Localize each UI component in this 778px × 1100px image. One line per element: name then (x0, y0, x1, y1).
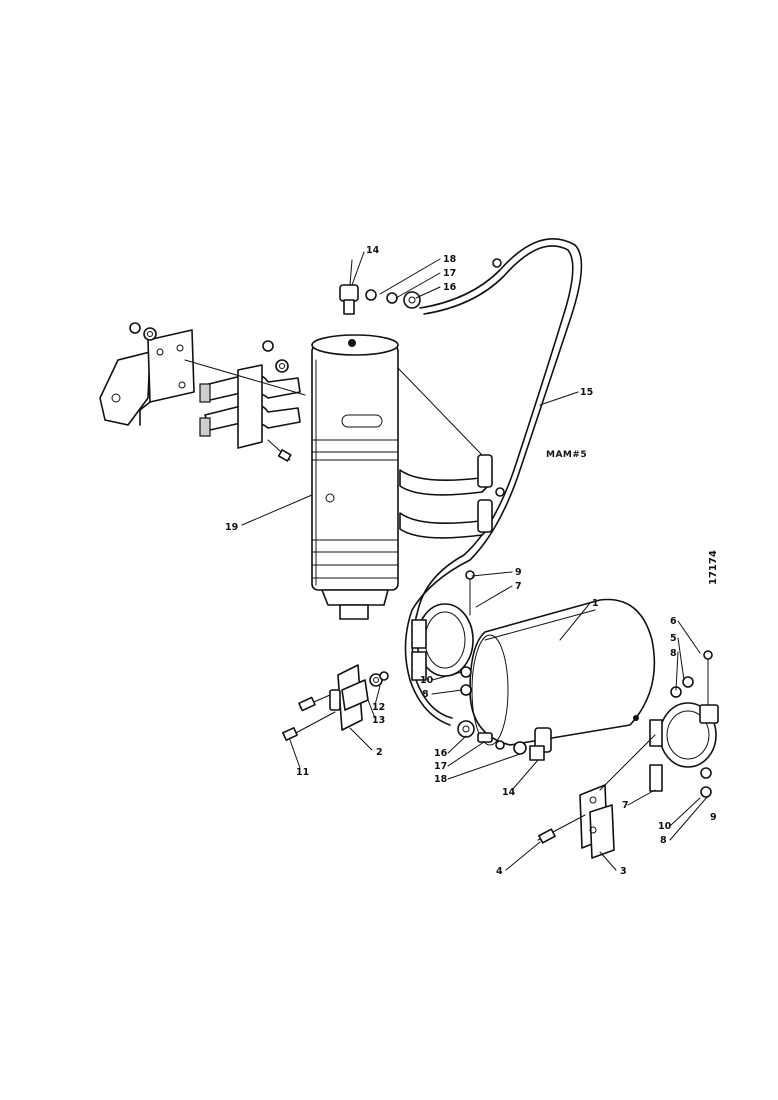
washer-nut-set-upper-left (129, 322, 289, 373)
callout-labels: 14 18 17 16 15 19 9 7 1 6 5 8 10 8 12 13… (225, 245, 719, 877)
callout-18-lower: 18 (434, 774, 448, 785)
tank-clamp-right (649, 650, 719, 798)
elbow-fitting-upper (339, 259, 421, 315)
figure-number: 17174 (708, 550, 719, 585)
strap-clamps-right (397, 367, 493, 539)
callout-12: 12 (372, 702, 385, 713)
tank-clamp-left (411, 570, 475, 696)
callout-16-upper: 16 (443, 282, 457, 293)
callout-11: 11 (296, 767, 309, 778)
callout-10-lower: 10 (658, 821, 672, 832)
upper-mounting-bracket (99, 329, 195, 426)
callout-10-upper: 10 (420, 675, 434, 686)
callout-8-mid: 8 (422, 689, 429, 700)
callout-17-upper: 17 (443, 268, 456, 279)
air-tank (469, 598, 656, 746)
callout-1: 1 (592, 598, 599, 609)
callout-4: 4 (496, 866, 503, 877)
callout-9-lower: 9 (710, 812, 717, 823)
callout-14-lower: 14 (502, 787, 516, 798)
callout-16-lower: 16 (434, 748, 448, 759)
leader-lines (241, 251, 709, 871)
fitting-set-lower (457, 720, 552, 761)
callout-2: 2 (376, 747, 383, 758)
callout-8-right: 8 (670, 648, 677, 659)
callout-8-lower: 8 (660, 835, 667, 846)
callout-17-lower: 17 (434, 761, 447, 772)
callout-6: 6 (670, 616, 677, 627)
callout-9-upper: 9 (515, 567, 522, 578)
mounting-bracket-lower-left (282, 664, 389, 741)
air-dryer-cylinder (311, 334, 399, 620)
callout-18-upper: 18 (443, 254, 457, 265)
callout-14-upper: 14 (366, 245, 380, 256)
mounting-bracket-lower-right (537, 734, 656, 859)
callout-19: 19 (225, 522, 238, 533)
callout-7-lower: 7 (622, 800, 629, 811)
callout-5: 5 (670, 633, 677, 644)
callout-13: 13 (372, 715, 385, 726)
callout-7-upper: 7 (515, 581, 522, 592)
hose-label: MAM#5 (546, 450, 587, 460)
callout-15: 15 (580, 387, 593, 398)
strap-clamps-left (184, 359, 306, 462)
callout-3: 3 (620, 866, 627, 877)
